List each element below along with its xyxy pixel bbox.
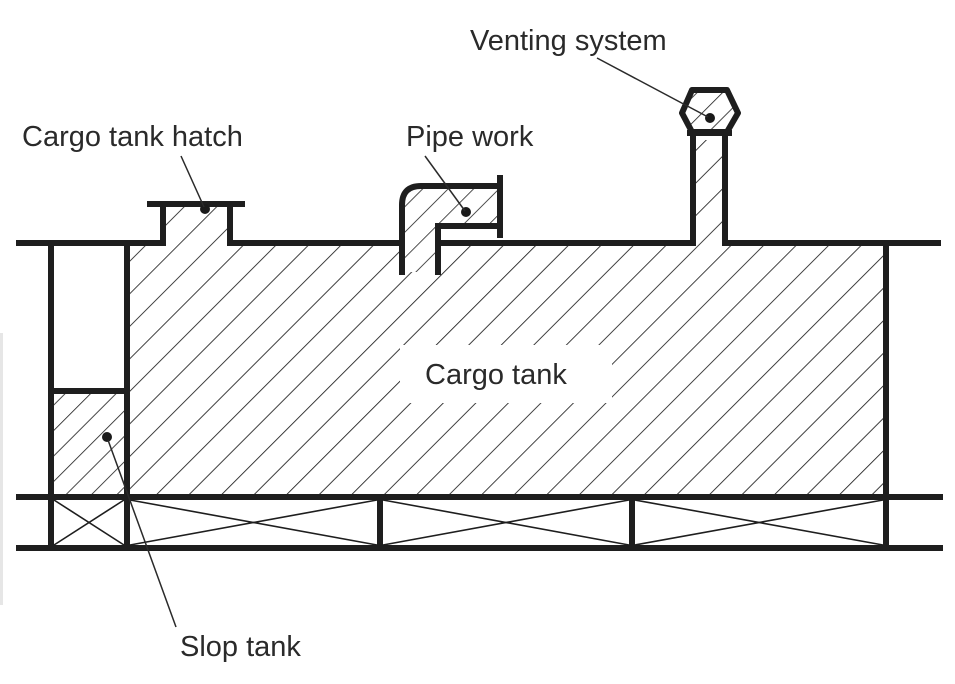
slop-pointer-dot bbox=[102, 432, 112, 442]
venting-head-fill bbox=[682, 90, 738, 132]
slop-leader-line bbox=[107, 439, 177, 628]
pipe-work-fill bbox=[402, 183, 498, 272]
pipe-leader-line bbox=[424, 155, 466, 212]
venting-system bbox=[679, 87, 741, 246]
double-bottom-cell-4 bbox=[634, 499, 884, 546]
slop-tank-fill bbox=[51, 393, 127, 495]
cargo-tank-hatch bbox=[147, 201, 245, 246]
label-venting-system: Venting system bbox=[470, 25, 667, 57]
double-bottom-cell-1 bbox=[53, 499, 125, 546]
page-edge-shadow bbox=[0, 333, 3, 605]
hatch-leader-line bbox=[180, 155, 205, 208]
label-slop-tank: Slop tank bbox=[180, 631, 301, 663]
label-pipe-work: Pipe work bbox=[406, 121, 534, 153]
double-bottom-cell-2 bbox=[129, 499, 378, 546]
vent-leader-line bbox=[596, 57, 709, 118]
cargo-tank-fill bbox=[127, 140, 886, 495]
double-bottom-cell-3 bbox=[382, 499, 630, 546]
hatch-pointer-dot bbox=[200, 204, 210, 214]
cargo-tank bbox=[127, 140, 886, 495]
label-cargo-tank-hatch: Cargo tank hatch bbox=[22, 121, 243, 153]
label-cargo-tank: Cargo tank bbox=[425, 359, 567, 391]
cargo-tank-label-bg bbox=[400, 345, 612, 403]
vent-pointer-dot bbox=[705, 113, 715, 123]
double-bottom bbox=[16, 494, 943, 551]
